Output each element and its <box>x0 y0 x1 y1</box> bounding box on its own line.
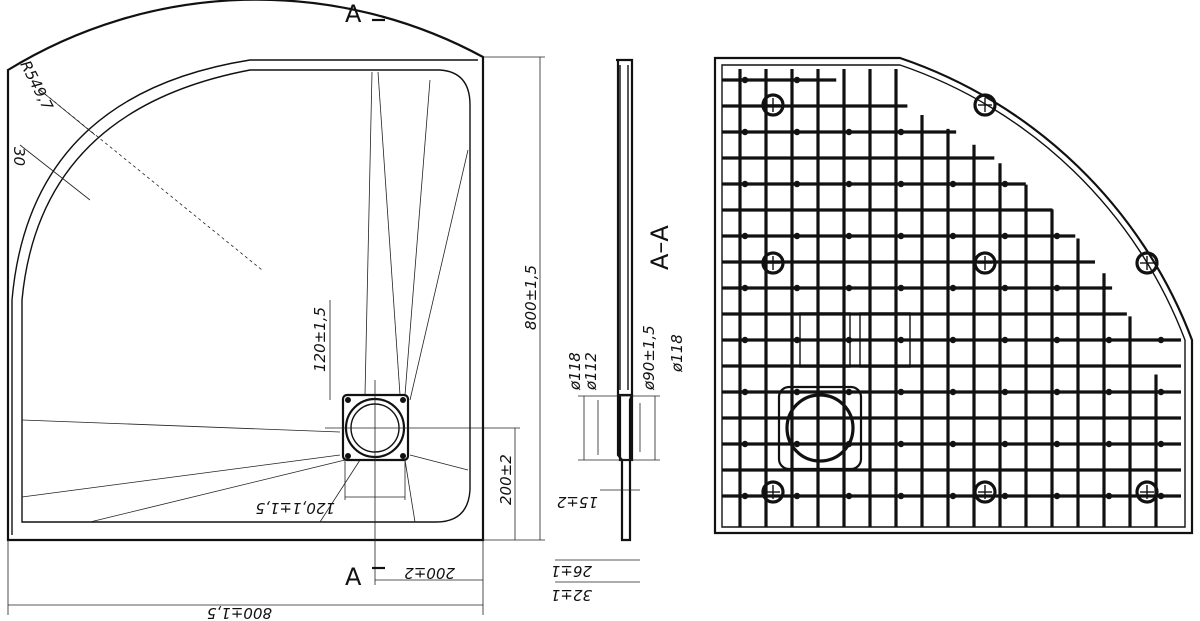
radius-dim: R549,7 <box>16 58 56 114</box>
grid-node <box>1001 284 1009 292</box>
depth-15: 15±2 <box>557 493 598 511</box>
drain-offset-v: 200±2 <box>497 454 515 505</box>
grid-node <box>897 388 905 396</box>
drain-housing <box>777 385 863 471</box>
grid-node <box>793 180 801 188</box>
rim-dim: 30 <box>10 147 28 166</box>
grid-node <box>741 440 749 448</box>
drain-dim-v: 120±1,5 <box>311 307 329 372</box>
top-view: R549,7 30 120±1,5 120,1±1,5 800±1,5 200±… <box>6 0 545 621</box>
grid-node <box>741 76 749 84</box>
grid-node <box>741 492 749 500</box>
diam-118-b: ø118 <box>668 334 686 373</box>
grid-node <box>1157 440 1165 448</box>
grid-node <box>1053 492 1061 500</box>
section-mark-bottom: A <box>345 563 362 591</box>
bottom-view <box>713 56 1194 535</box>
grid-node <box>793 284 801 292</box>
grid-node <box>897 180 905 188</box>
section-title: A–A <box>646 225 674 270</box>
depth-26: 26±1 <box>551 562 592 580</box>
grid-node <box>1157 492 1165 500</box>
grid-node <box>1053 232 1061 240</box>
diam-112: ø112 <box>582 352 600 391</box>
grid-node <box>793 440 801 448</box>
grid-node <box>949 388 957 396</box>
grid-node <box>1105 492 1113 500</box>
diam-118-a: ø118 <box>566 352 584 391</box>
grid-node <box>897 128 905 136</box>
grid-node <box>1001 180 1009 188</box>
grid-node <box>1053 284 1061 292</box>
underside-outline <box>713 56 1194 535</box>
drain-offset-h: 200±2 <box>404 564 455 582</box>
grid-node <box>845 388 853 396</box>
diam-90: ø90±1,5 <box>640 325 658 391</box>
grid-node <box>1105 440 1113 448</box>
drain-dim-h: 120,1±1,5 <box>256 499 335 517</box>
grid-node <box>949 232 957 240</box>
grid-node <box>793 388 801 396</box>
grid-node <box>793 128 801 136</box>
grid-node <box>1105 336 1113 344</box>
height-dim: 800±1,5 <box>522 265 540 330</box>
grid-node <box>1105 388 1113 396</box>
grid-node <box>845 492 853 500</box>
grid-node <box>1001 440 1009 448</box>
grid-node <box>949 180 957 188</box>
grid-node <box>845 232 853 240</box>
grid-node <box>741 128 749 136</box>
grid-node <box>897 284 905 292</box>
section-profile <box>616 58 634 542</box>
grid-node <box>793 76 801 84</box>
tray-outline <box>6 0 485 542</box>
grid-node <box>741 284 749 292</box>
grid-node <box>949 336 957 344</box>
grid-node <box>949 440 957 448</box>
grid-node <box>741 388 749 396</box>
grid-node <box>897 440 905 448</box>
drain-top <box>325 380 520 505</box>
grid-node <box>1053 336 1061 344</box>
grid-node <box>897 492 905 500</box>
grid-node <box>1053 440 1061 448</box>
grid-node <box>1001 336 1009 344</box>
grid-node <box>793 232 801 240</box>
grid-node <box>845 284 853 292</box>
grid-node <box>949 492 957 500</box>
slope-lines <box>21 71 469 523</box>
grid-node <box>845 128 853 136</box>
feet <box>761 93 1159 504</box>
depth-32: 32±1 <box>551 586 592 604</box>
grid-node <box>845 180 853 188</box>
grid-node <box>1157 336 1165 344</box>
inner-basin <box>21 69 471 523</box>
support-grid <box>722 69 1181 527</box>
grid-node <box>1001 492 1009 500</box>
grid-node <box>1001 388 1009 396</box>
grid-node <box>793 336 801 344</box>
grid-node <box>741 180 749 188</box>
grid-node <box>1001 232 1009 240</box>
section-view: A–A ø118 ø112 ø90±1,5 ø118 15±2 26±1 32±… <box>551 58 686 604</box>
grid-node <box>845 336 853 344</box>
section-mark-top: A <box>345 0 362 28</box>
grid-node <box>897 232 905 240</box>
grid-node <box>897 336 905 344</box>
grid-node <box>1157 388 1165 396</box>
width-dim: 800±1,5 <box>207 604 272 621</box>
grid-node <box>793 492 801 500</box>
grid-node <box>741 232 749 240</box>
grid-node <box>949 284 957 292</box>
grid-node <box>1053 388 1061 396</box>
grid-node <box>741 336 749 344</box>
